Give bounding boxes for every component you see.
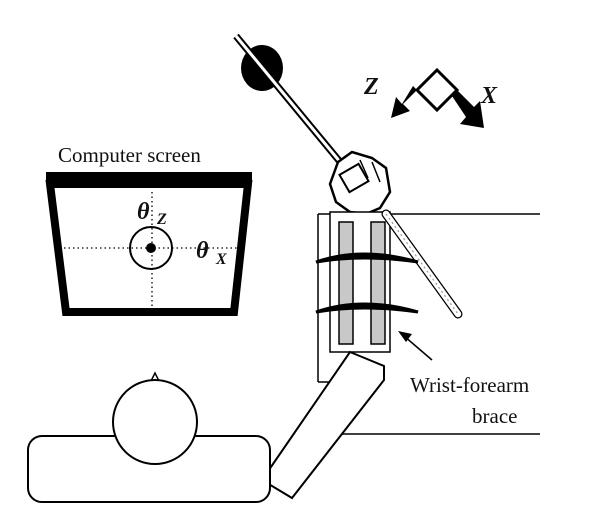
theta-x-subscript: X bbox=[215, 251, 227, 268]
brace-bar-right bbox=[370, 221, 386, 345]
z-axis-arrow bbox=[391, 86, 417, 118]
brace-pointer-arrowhead bbox=[398, 331, 412, 342]
subject-body bbox=[27, 371, 271, 503]
grip-block bbox=[338, 162, 370, 194]
axis-label-z: Z bbox=[363, 74, 379, 100]
brace-strap-lower bbox=[315, 302, 419, 314]
x-axis-arrow bbox=[452, 90, 484, 128]
tilted-support-bar bbox=[381, 209, 463, 319]
theta-z-symbol: θ bbox=[137, 199, 150, 225]
computer-screen-label: Computer screen bbox=[58, 143, 201, 167]
theta-x-symbol: θ bbox=[196, 238, 209, 264]
head bbox=[112, 379, 198, 465]
cursor-dot bbox=[146, 243, 156, 253]
axis-indicator: Z X bbox=[363, 67, 498, 128]
brace-strap-upper bbox=[315, 252, 419, 264]
computer-screen: Computer screen θ Z θ X bbox=[45, 143, 253, 316]
screen-top-bezel bbox=[46, 172, 252, 180]
brace-label-line2: brace bbox=[472, 404, 517, 428]
axis-square bbox=[414, 67, 460, 113]
forearm bbox=[260, 350, 385, 500]
axis-label-x: X bbox=[480, 83, 498, 109]
handle-assembly bbox=[233, 33, 392, 216]
brace-bar-left bbox=[338, 221, 354, 345]
brace-pointer-line bbox=[403, 335, 433, 361]
target-circle bbox=[129, 226, 173, 270]
forearm-region bbox=[260, 209, 540, 500]
theta-z-subscript: Z bbox=[156, 211, 167, 228]
brace-label-line1: Wrist-forearm bbox=[410, 373, 529, 397]
